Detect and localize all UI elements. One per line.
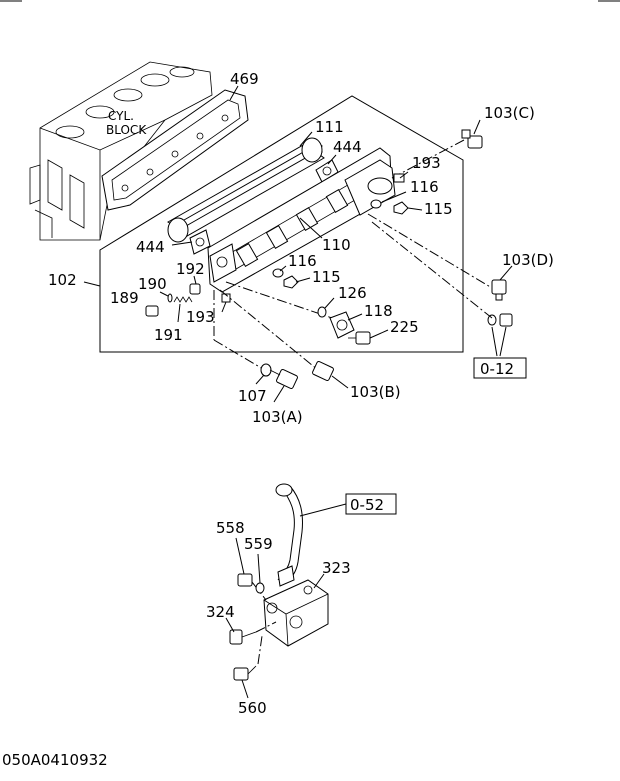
label-118: 118 xyxy=(364,302,393,320)
label-192: 192 xyxy=(176,260,205,278)
label-558: 558 xyxy=(216,519,245,537)
label-115-mid: 115 xyxy=(312,268,341,286)
label-190: 190 xyxy=(138,275,167,293)
valve-block-323 xyxy=(263,565,329,647)
washer-116-top xyxy=(370,199,382,209)
label-107: 107 xyxy=(238,387,267,405)
label-324: 324 xyxy=(206,603,235,621)
label-103d: 103(D) xyxy=(502,251,554,269)
bolt-103d xyxy=(491,279,507,301)
label-110: 110 xyxy=(322,236,351,254)
label-126: 126 xyxy=(338,284,367,302)
drawing-code: 050A0410932 xyxy=(2,751,108,769)
label-103c: 103(C) xyxy=(484,104,535,122)
label-191: 191 xyxy=(154,326,183,344)
label-193-bottom: 193 xyxy=(186,308,215,326)
flange-118 xyxy=(329,311,355,339)
ring-190 xyxy=(167,293,173,303)
plug-192 xyxy=(189,283,201,295)
label-559: 559 xyxy=(244,535,273,553)
label-225: 225 xyxy=(390,318,419,336)
label-116-top: 116 xyxy=(410,178,439,196)
cyl-block-text-2: BLOCK xyxy=(106,123,147,137)
label-0-52: 0-52 xyxy=(350,496,384,514)
label-103b: 103(B) xyxy=(350,383,401,401)
bolt-103c xyxy=(461,129,483,149)
assembly-frame xyxy=(99,95,464,353)
bolt-103b xyxy=(312,361,334,381)
bolt-560 xyxy=(233,665,257,681)
cylinder-block xyxy=(29,61,213,241)
label-115-top: 115 xyxy=(424,200,453,218)
plug-193-top xyxy=(393,173,405,183)
label-323: 323 xyxy=(322,559,351,577)
label-469: 469 xyxy=(230,70,259,88)
bolt-103a xyxy=(269,369,298,389)
plug-189 xyxy=(145,305,159,317)
label-444-top: 444 xyxy=(333,138,362,156)
label-189: 189 xyxy=(110,289,139,307)
label-560: 560 xyxy=(238,699,267,717)
label-111: 111 xyxy=(315,118,344,136)
oring-126 xyxy=(317,306,327,318)
cyl-block-text-1: CYL. xyxy=(108,109,134,123)
spring-191 xyxy=(173,296,193,303)
gasket-444-left xyxy=(189,229,211,255)
label-193-top: 193 xyxy=(412,154,441,172)
label-116-mid: 116 xyxy=(288,252,317,270)
nut-115-top xyxy=(393,201,409,215)
washer-107 xyxy=(260,363,272,377)
bolt-324 xyxy=(229,629,257,645)
label-103a: 103(A) xyxy=(252,408,303,426)
label-444-left: 444 xyxy=(136,238,165,256)
bolt-558 xyxy=(237,573,253,587)
gasket-469 xyxy=(101,89,249,211)
label-0-12: 0-12 xyxy=(480,360,514,378)
fitting-0-12 xyxy=(487,313,513,327)
label-102: 102 xyxy=(48,271,77,289)
cooler-element-111 xyxy=(167,137,325,243)
nut-115-mid xyxy=(283,275,299,289)
bolt-225 xyxy=(348,331,371,345)
washer-559 xyxy=(255,582,265,594)
